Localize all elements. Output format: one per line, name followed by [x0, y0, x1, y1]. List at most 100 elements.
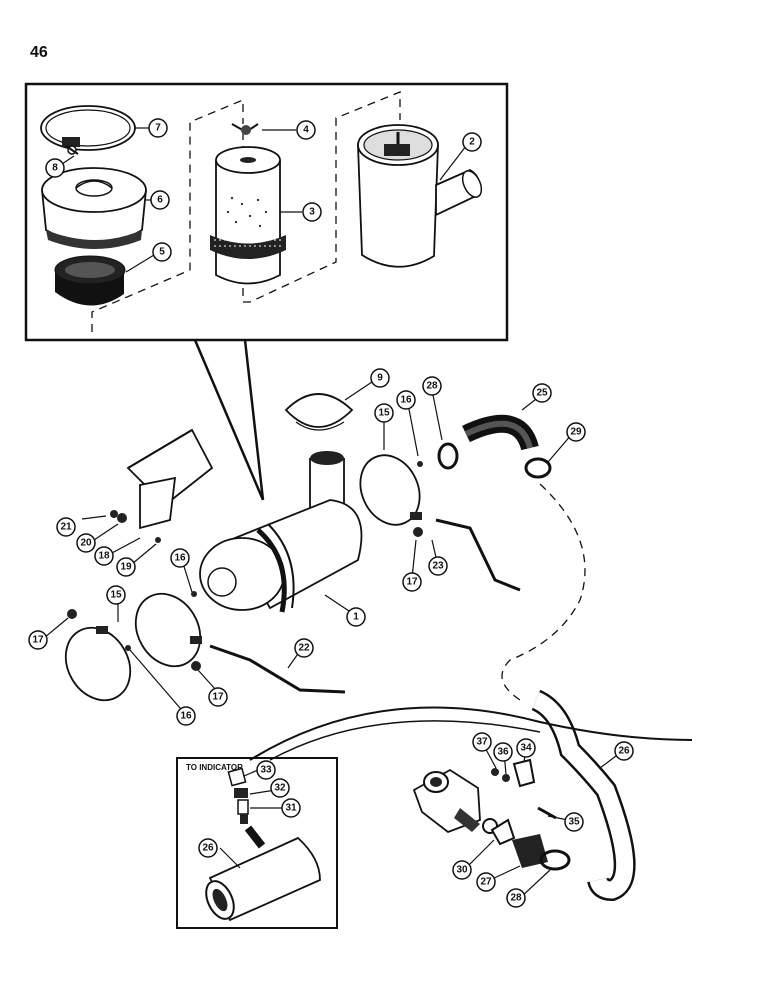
callout-6: 6: [150, 190, 170, 210]
callout-3: 3: [302, 202, 322, 222]
callout-33: 33: [256, 760, 276, 780]
callout-16-upper: 16: [396, 390, 416, 410]
part-15-mounting-clamps: [64, 454, 422, 702]
svg-text:15: 15: [110, 590, 122, 601]
callout-5: 5: [152, 242, 172, 262]
callouts: 7 8 6 5 4 3 2 9 15 16 28 25 29 1 21 20 1…: [28, 118, 634, 908]
callout-27: 27: [476, 872, 496, 892]
svg-text:16: 16: [174, 553, 186, 564]
svg-text:34: 34: [520, 743, 532, 754]
page-number: 46: [30, 44, 48, 61]
callout-28-lower: 28: [506, 888, 526, 908]
callout-15-upper: 15: [374, 403, 394, 423]
svg-text:6: 6: [157, 195, 163, 206]
part-25-elbow-hose: [437, 414, 552, 479]
svg-text:28: 28: [426, 381, 438, 392]
svg-text:26: 26: [202, 843, 214, 854]
callout-29: 29: [566, 422, 586, 442]
svg-text:5: 5: [159, 247, 165, 258]
callout-17-mid: 17: [208, 687, 228, 707]
svg-text:36: 36: [497, 747, 509, 758]
callout-9: 9: [370, 368, 390, 388]
svg-text:25: 25: [536, 388, 548, 399]
indicator-line: [249, 706, 693, 761]
callout-17-right: 17: [402, 572, 422, 592]
svg-text:17: 17: [406, 577, 418, 588]
callout-15-lower: 15: [106, 585, 126, 605]
callout-16-lower: 16: [176, 706, 196, 726]
svg-text:27: 27: [480, 877, 492, 888]
svg-text:30: 30: [456, 865, 468, 876]
callout-30: 30: [452, 860, 472, 880]
dashed-routing-line: [501, 483, 586, 701]
svg-text:22: 22: [298, 643, 310, 654]
part-1-air-cleaner-assembly: [199, 451, 363, 613]
callout-4: 4: [296, 120, 316, 140]
svg-text:32: 32: [274, 783, 286, 794]
svg-text:35: 35: [568, 817, 580, 828]
svg-text:8: 8: [52, 163, 58, 174]
svg-text:16: 16: [180, 711, 192, 722]
part-18-bracket: [126, 428, 214, 530]
callout-28-upper: 28: [422, 376, 442, 396]
inset-box-indicator: TO INDICATOR: [176, 757, 338, 929]
svg-text:2: 2: [469, 137, 475, 148]
svg-text:19: 19: [120, 562, 132, 573]
svg-text:26: 26: [618, 746, 630, 757]
callout-1: 1: [346, 607, 366, 627]
callout-26-hose: 26: [614, 741, 634, 761]
indicator-line-inner: [269, 720, 541, 761]
callout-32: 32: [270, 778, 290, 798]
part-6-cover-cup: [41, 167, 147, 249]
callout-36: 36: [493, 742, 513, 762]
svg-text:3: 3: [309, 207, 315, 218]
svg-text:9: 9: [377, 373, 383, 384]
inset-box-air-cleaner: [24, 82, 509, 501]
callout-22: 22: [294, 638, 314, 658]
svg-text:23: 23: [432, 561, 444, 572]
part-8-wing-screw: [65, 145, 79, 155]
callout-31: 31: [281, 798, 301, 818]
part-3-filter-element: [210, 146, 286, 285]
callout-25: 25: [532, 383, 552, 403]
svg-text:18: 18: [98, 551, 110, 562]
part-4-wing-nut: [231, 123, 259, 135]
part-2-cleaner-body: [357, 124, 483, 268]
inset-indicator-label: TO INDICATOR: [186, 763, 243, 772]
svg-text:29: 29: [570, 427, 582, 438]
callout-16-mid: 16: [170, 548, 190, 568]
svg-text:17: 17: [32, 635, 44, 646]
callout-34: 34: [516, 738, 536, 758]
callout-37: 37: [472, 732, 492, 752]
svg-text:4: 4: [303, 125, 309, 136]
callout-26-inset: 26: [198, 838, 218, 858]
callout-20: 20: [76, 533, 96, 553]
part-26-long-hose: [531, 689, 636, 902]
callout-7: 7: [148, 118, 168, 138]
callout-17-left: 17: [28, 630, 48, 650]
callout-19: 19: [116, 557, 136, 577]
svg-text:1: 1: [353, 612, 359, 623]
svg-text:31: 31: [285, 803, 297, 814]
svg-text:33: 33: [260, 765, 272, 776]
callout-23: 23: [428, 556, 448, 576]
callout-2: 2: [462, 132, 482, 152]
svg-text:15: 15: [378, 408, 390, 419]
brace-rods: [209, 518, 521, 694]
svg-text:7: 7: [155, 123, 161, 134]
part-9-rain-cap: [284, 393, 354, 431]
callout-35: 35: [564, 812, 584, 832]
svg-text:28: 28: [510, 893, 522, 904]
part-5-dark-seal: [54, 255, 126, 306]
carburetor-group: [412, 758, 571, 871]
callout-21: 21: [56, 517, 76, 537]
part-7-clamp-ring: [40, 105, 136, 151]
svg-text:17: 17: [212, 692, 224, 703]
callout-8: 8: [45, 158, 65, 178]
small-hardware: [67, 461, 423, 671]
svg-text:21: 21: [60, 522, 72, 533]
callout-18: 18: [94, 546, 114, 566]
svg-text:16: 16: [400, 395, 412, 406]
inset-dashed-groups: [91, 91, 401, 332]
